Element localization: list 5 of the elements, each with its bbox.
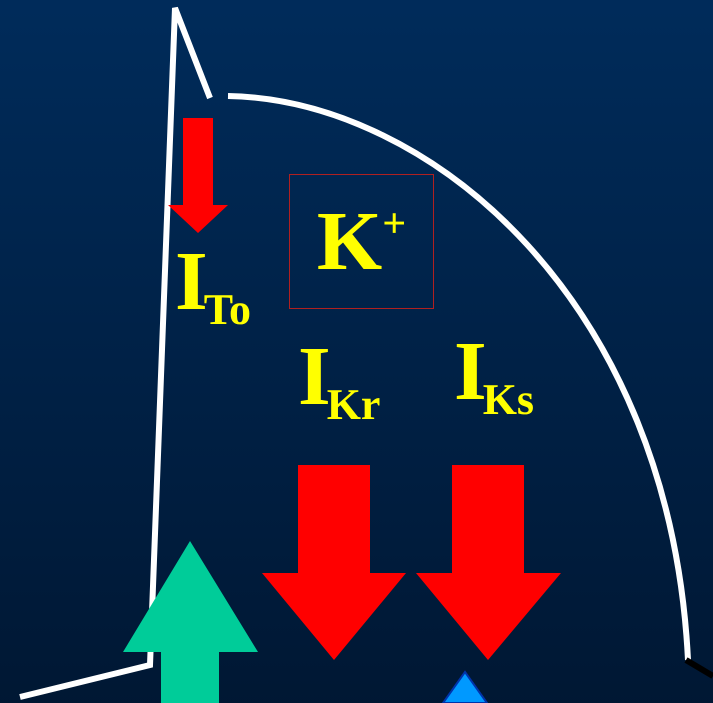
ion-box: [289, 174, 434, 309]
ion-label: K$^{+}$: [316, 200, 406, 284]
current-label: I$_{Ks}$: [454, 330, 534, 414]
current-label: I$_{Kr}$: [298, 335, 380, 419]
current-label: I$_{To}$: [175, 240, 252, 324]
